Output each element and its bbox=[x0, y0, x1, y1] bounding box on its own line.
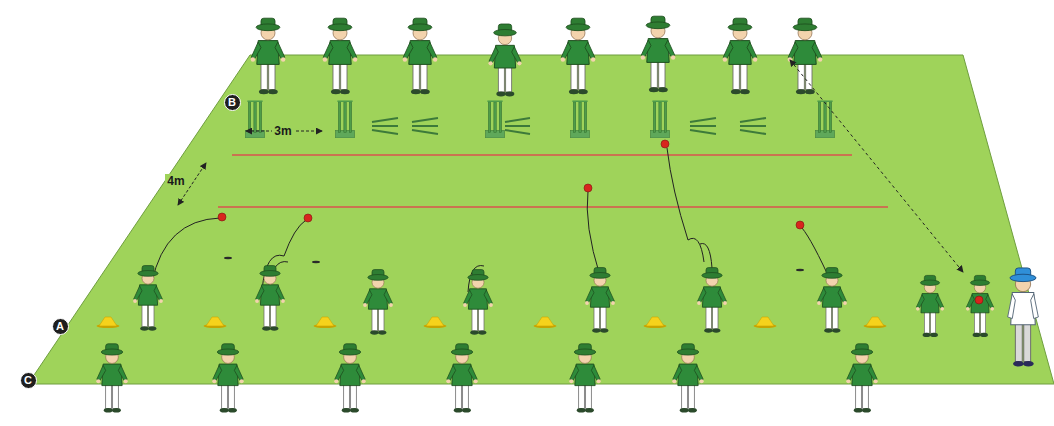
thrower bbox=[133, 266, 163, 331]
ball bbox=[584, 184, 592, 192]
back-up-player bbox=[334, 344, 365, 413]
waiting-player bbox=[966, 275, 994, 337]
ball bbox=[661, 140, 669, 148]
playing-field bbox=[28, 55, 1054, 384]
stumps-row bbox=[246, 100, 835, 138]
bounce-mark bbox=[224, 257, 232, 259]
bounce-mark bbox=[312, 261, 320, 263]
coach bbox=[1008, 268, 1039, 367]
fallen-stumps bbox=[690, 118, 716, 134]
corner-letter: B bbox=[228, 97, 236, 108]
fielder bbox=[251, 18, 286, 94]
cone bbox=[864, 317, 887, 328]
back-up-player bbox=[212, 344, 243, 413]
back-up-player bbox=[96, 344, 127, 413]
cone bbox=[534, 317, 557, 328]
back-up-player bbox=[446, 344, 477, 413]
bounce-mark bbox=[796, 269, 804, 271]
fallen-stumps bbox=[412, 118, 438, 134]
thrower bbox=[255, 266, 285, 331]
corner-marker: C bbox=[20, 372, 37, 389]
stumps bbox=[651, 100, 670, 138]
fielder bbox=[788, 18, 823, 94]
cone bbox=[754, 317, 777, 328]
thrower bbox=[363, 270, 393, 335]
ball-path bbox=[667, 148, 704, 262]
dimension-label: 3m bbox=[272, 124, 293, 138]
ball-path bbox=[700, 244, 712, 269]
fielder bbox=[561, 18, 596, 94]
cone bbox=[424, 317, 447, 328]
ball-paths bbox=[152, 148, 832, 292]
corner-letter: C bbox=[24, 375, 32, 386]
fielder bbox=[323, 18, 358, 94]
fallen-stumps bbox=[505, 118, 530, 134]
target-line bbox=[232, 154, 852, 156]
thrower bbox=[697, 268, 727, 333]
ball bbox=[218, 213, 226, 221]
stumps bbox=[571, 100, 590, 138]
ball bbox=[975, 296, 983, 304]
fielder bbox=[488, 24, 521, 96]
back-up-player bbox=[846, 344, 877, 413]
fallen-stumps bbox=[372, 118, 398, 134]
corner-marker: A bbox=[52, 318, 69, 335]
ball-path bbox=[587, 191, 600, 276]
throwers bbox=[133, 266, 994, 337]
dimension-label: 4m bbox=[165, 174, 186, 188]
thrower bbox=[817, 268, 847, 333]
waiting-player bbox=[916, 275, 944, 337]
fallen-stumps bbox=[740, 118, 766, 134]
top-fielders bbox=[251, 16, 823, 96]
fielder bbox=[641, 16, 676, 92]
corner-letter: A bbox=[56, 321, 64, 332]
target-line bbox=[218, 206, 888, 208]
back-up-player bbox=[672, 344, 703, 413]
fielder bbox=[403, 18, 438, 94]
rotation-arrow bbox=[790, 60, 963, 272]
balls bbox=[218, 140, 804, 229]
fielder bbox=[723, 18, 758, 94]
thrower bbox=[463, 270, 493, 335]
cone bbox=[314, 317, 337, 328]
stumps bbox=[486, 100, 505, 138]
stumps bbox=[336, 100, 355, 138]
ball bbox=[796, 221, 804, 229]
cone bbox=[97, 317, 120, 328]
dimension-lines bbox=[178, 60, 963, 272]
cone bbox=[644, 317, 667, 328]
ball bbox=[304, 214, 312, 222]
ball-path bbox=[152, 218, 220, 282]
back-up-player bbox=[569, 344, 600, 413]
stumps bbox=[816, 100, 835, 138]
back-up-players bbox=[96, 344, 877, 413]
cones bbox=[97, 317, 887, 328]
thrower bbox=[585, 268, 615, 333]
stumps bbox=[246, 100, 265, 138]
corner-marker: B bbox=[224, 94, 241, 111]
cone bbox=[204, 317, 227, 328]
